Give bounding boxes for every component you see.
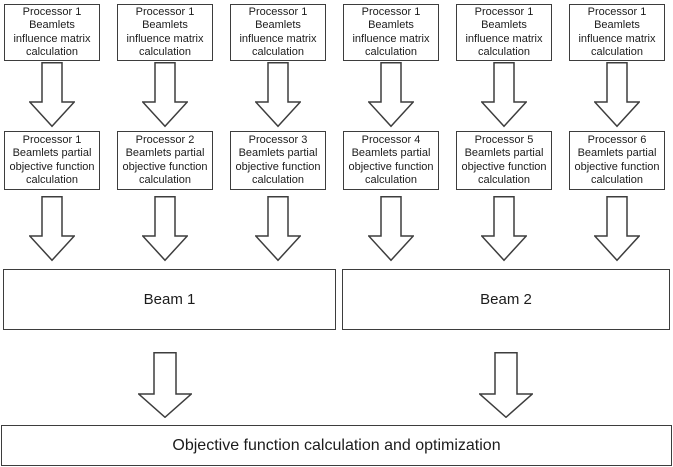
partial-box-6: Processor 6 Beamlets partial objective f… bbox=[569, 131, 665, 190]
down-arrow-icon bbox=[594, 196, 640, 262]
down-arrow-icon bbox=[481, 196, 527, 262]
beam-2-box: Beam 2 bbox=[342, 269, 670, 330]
influence-box-6: Processor 1 Beamlets influence matrix ca… bbox=[569, 4, 665, 61]
down-arrow-icon bbox=[255, 62, 301, 128]
partial-box-1: Processor 1 Beamlets partial objective f… bbox=[4, 131, 100, 190]
down-arrow-icon bbox=[29, 62, 75, 128]
down-arrow-icon bbox=[138, 352, 192, 418]
down-arrow-icon bbox=[29, 196, 75, 262]
partial-box-5: Processor 5 Beamlets partial objective f… bbox=[456, 131, 552, 190]
down-arrow-icon bbox=[142, 196, 188, 262]
down-arrow-icon bbox=[481, 62, 527, 128]
influence-box-3: Processor 1 Beamlets influence matrix ca… bbox=[230, 4, 326, 61]
partial-box-4: Processor 4 Beamlets partial objective f… bbox=[343, 131, 439, 190]
down-arrow-icon bbox=[368, 196, 414, 262]
influence-box-4: Processor 1 Beamlets influence matrix ca… bbox=[343, 4, 439, 61]
down-arrow-icon bbox=[368, 62, 414, 128]
partial-box-2: Processor 2 Beamlets partial objective f… bbox=[117, 131, 213, 190]
influence-box-1: Processor 1 Beamlets influence matrix ca… bbox=[4, 4, 100, 61]
beam-1-box: Beam 1 bbox=[3, 269, 336, 330]
down-arrow-icon bbox=[255, 196, 301, 262]
partial-box-3: Processor 3 Beamlets partial objective f… bbox=[230, 131, 326, 190]
influence-box-5: Processor 1 Beamlets influence matrix ca… bbox=[456, 4, 552, 61]
influence-box-2: Processor 1 Beamlets influence matrix ca… bbox=[117, 4, 213, 61]
down-arrow-icon bbox=[594, 62, 640, 128]
final-box: Objective function calculation and optim… bbox=[1, 425, 672, 466]
down-arrow-icon bbox=[479, 352, 533, 418]
down-arrow-icon bbox=[142, 62, 188, 128]
